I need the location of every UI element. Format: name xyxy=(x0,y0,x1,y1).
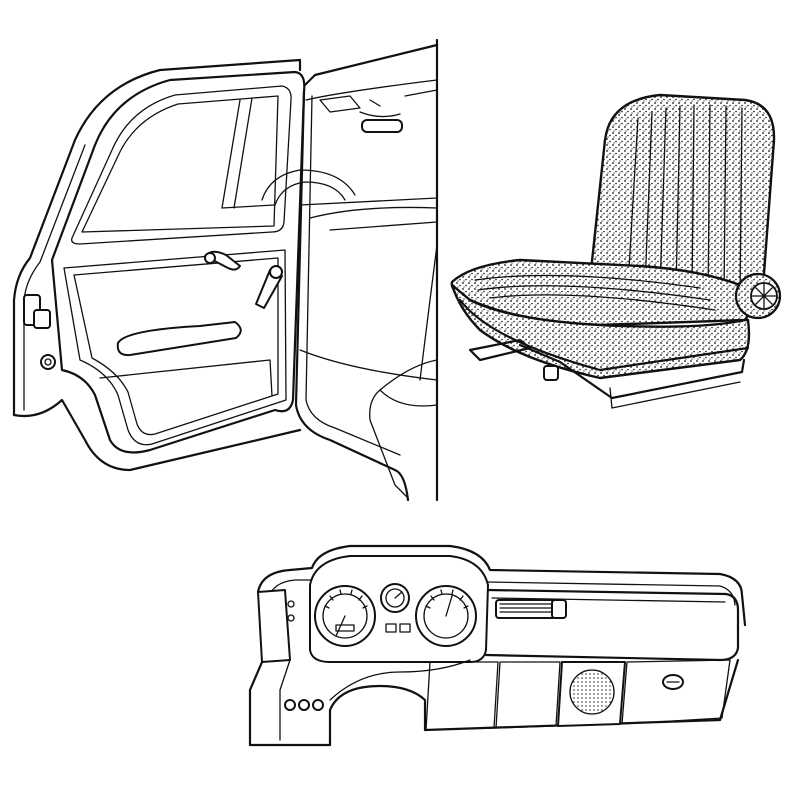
car-door-illustration xyxy=(12,38,439,502)
dashboard-illustration xyxy=(248,544,747,747)
bucket-seat-illustration xyxy=(450,93,782,409)
